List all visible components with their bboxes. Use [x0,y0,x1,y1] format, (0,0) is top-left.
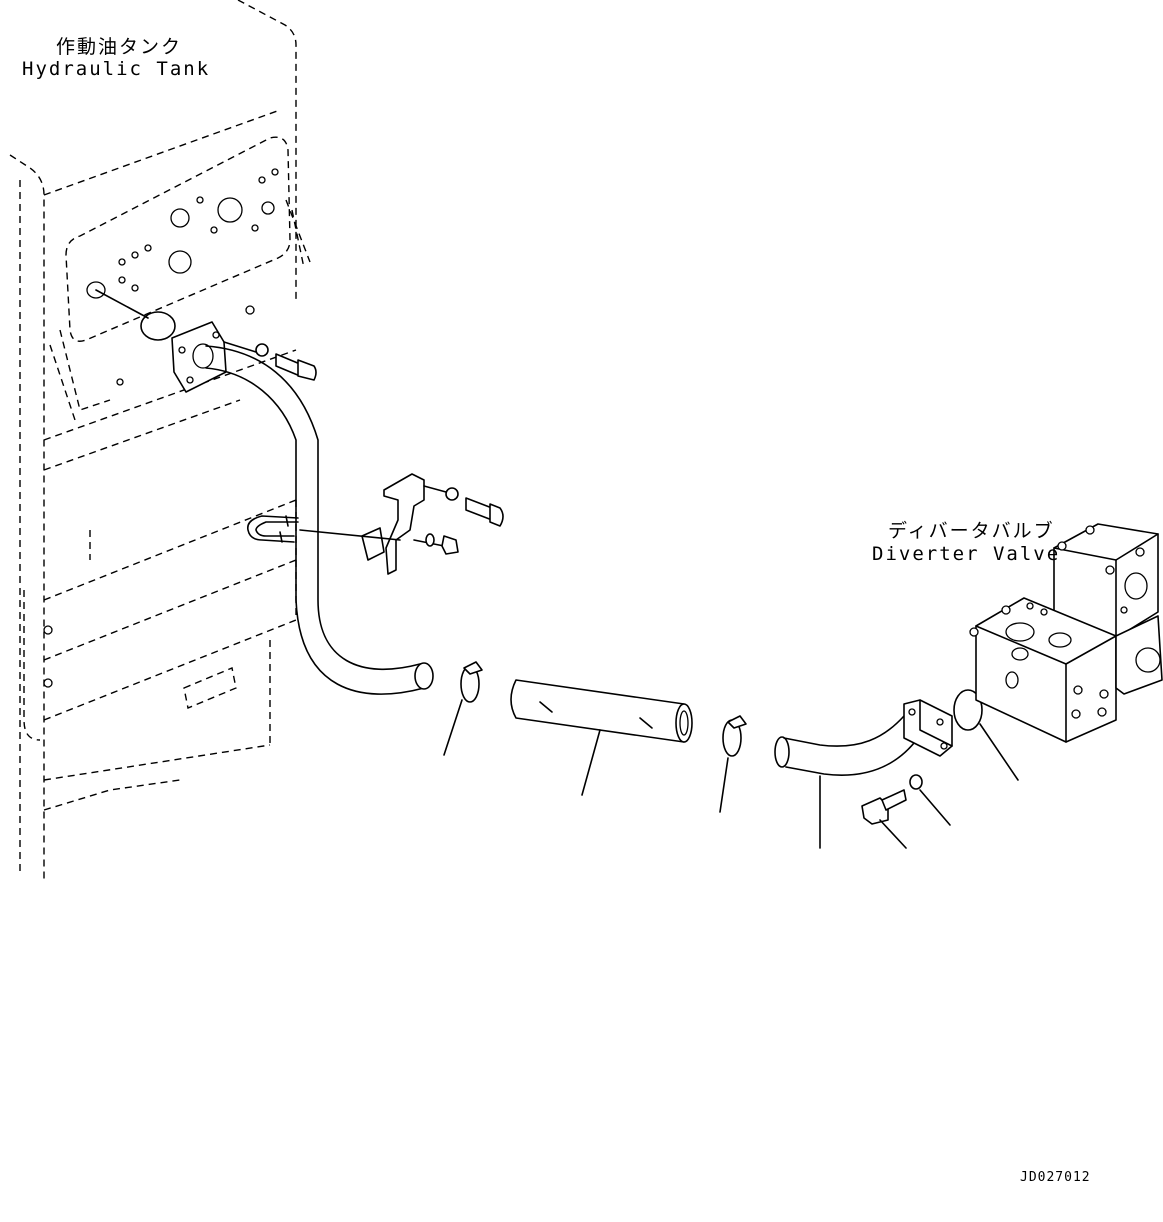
flange-bolt-lower [861,789,907,849]
o-ring-valve [953,689,1019,781]
o-ring-tank [140,311,176,341]
u-bolt [246,515,299,543]
diverter-valve [969,523,1163,743]
hose [510,679,693,796]
hydraulic-tank-label-en: Hydraulic Tank [22,58,211,80]
u-bolt-nuts [425,533,459,555]
diverter-valve-label-jp: ディバータバルブ [888,520,1055,542]
flange-bolt-upper [255,343,317,381]
pipe-bracket [299,473,447,575]
bracket-bolt [445,487,504,527]
drawing-id: JD027012 [1020,1170,1091,1185]
elbow-pipe [774,699,953,849]
hydraulic-tank [9,0,311,880]
hose-clamp-right [719,715,747,813]
washer-lower [909,774,951,826]
hydraulic-tank-label-jp: 作動油タンク [56,36,183,58]
hose-clamp-left [443,661,483,756]
upper-pipe [171,321,434,695]
diverter-valve-label-en: Diverter Valve [872,543,1061,565]
